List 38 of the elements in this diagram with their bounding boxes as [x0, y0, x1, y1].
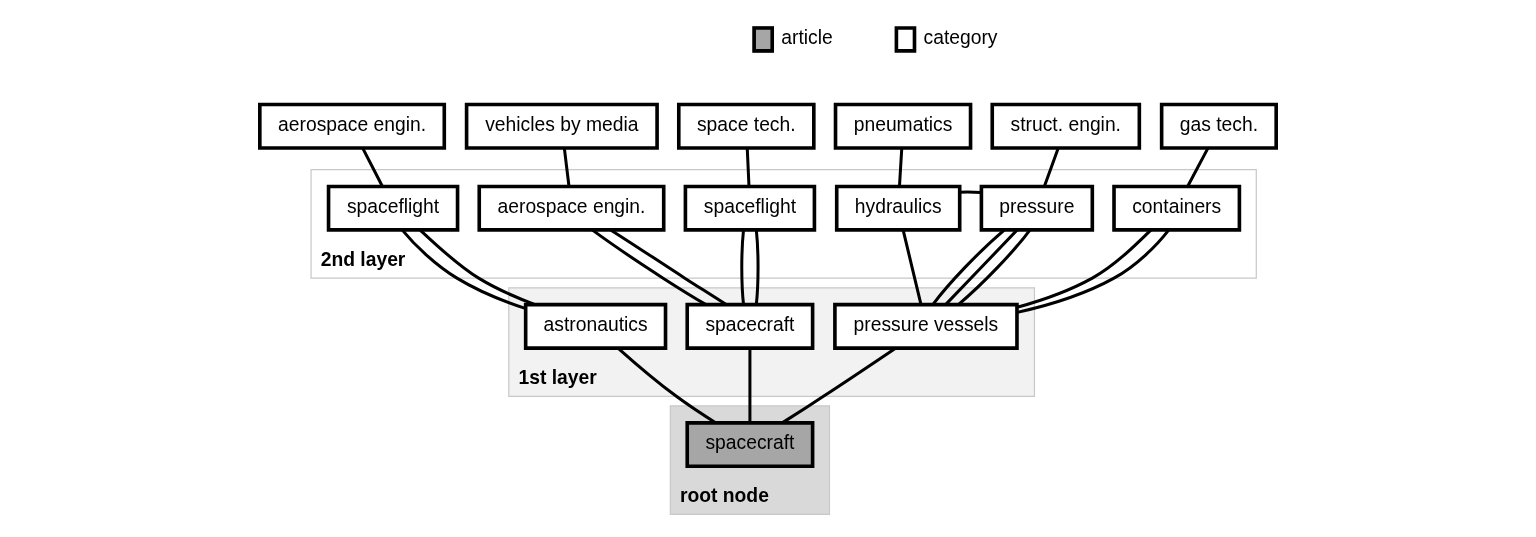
node-box: containers: [1112, 184, 1242, 232]
connector: [1186, 147, 1210, 187]
node-box: hydraulics: [834, 184, 962, 232]
connector: [748, 348, 752, 423]
connector: [1043, 147, 1060, 187]
node-box: vehicles by media: [464, 102, 659, 150]
node-box: spaceflight: [326, 184, 460, 232]
connector: [1016, 229, 1170, 314]
connector: [361, 147, 384, 187]
node-box: spaceflight: [683, 184, 817, 232]
node-box: astronautics: [523, 302, 668, 350]
connector: [562, 148, 571, 187]
node-box: spacecraft: [685, 421, 815, 469]
node-box: pneumatics: [833, 102, 973, 150]
node-box: aerospace engin.: [258, 102, 447, 150]
node-box: struct. engin.: [990, 102, 1142, 150]
legend-label: category: [923, 27, 998, 49]
connector: [901, 229, 923, 305]
connector: [740, 229, 746, 305]
connector: [617, 347, 717, 424]
connector: [1016, 229, 1152, 309]
connector: [898, 148, 904, 187]
legend-label: article: [781, 27, 833, 49]
connector: [401, 229, 526, 310]
connector: [754, 229, 760, 305]
node-box: aerospace engin.: [477, 184, 666, 232]
node-box: space tech.: [676, 102, 816, 150]
connector: [610, 228, 728, 306]
node-box: gas tech.: [1159, 102, 1278, 150]
node-box: pressure vessels: [833, 302, 1019, 350]
connector: [944, 229, 1019, 306]
connector: [745, 148, 751, 187]
node-box: pressure: [979, 184, 1095, 232]
connector: [591, 228, 707, 306]
connector: [931, 228, 1006, 306]
node-box: spacecraft: [685, 302, 815, 350]
connector: [959, 190, 982, 195]
connector: [957, 229, 1032, 306]
